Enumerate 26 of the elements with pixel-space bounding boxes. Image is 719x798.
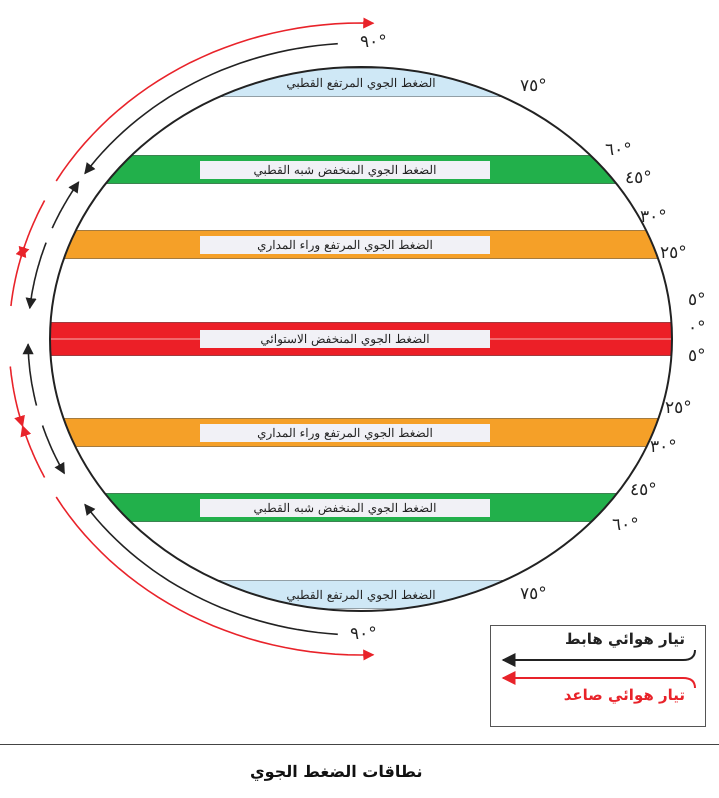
latitude-label: ٣٠°: [650, 437, 677, 457]
latitude-label: ٥°: [688, 346, 706, 366]
latitude-label: ٠°: [688, 318, 706, 338]
belt-label: الضغط الجوي المنخفض شبه القطبي: [200, 160, 490, 178]
belt-label: الضغط الجوي المنخفض شبه القطبي: [200, 498, 490, 516]
latitude-label: ٥°: [688, 290, 706, 310]
latitude-label: ٤٥°: [630, 480, 657, 500]
latitude-label: ٩٠°: [360, 32, 387, 52]
latitude-label: ٧٥°: [520, 76, 547, 96]
belt-label: الضغط الجوي المنخفض الاستوائي: [200, 330, 490, 348]
latitude-label: ٦٠°: [605, 140, 632, 160]
legend-label: تيار هوائي صاعد: [564, 686, 685, 704]
latitude-label: ٢٥°: [660, 243, 687, 263]
latitude-label: ٢٥°: [665, 398, 692, 418]
latitude-label: ٤٥°: [625, 168, 652, 188]
belt-label: الضغط الجوي المرتفع القطبي: [285, 586, 437, 604]
latitude-label: ٦٠°: [612, 515, 639, 535]
pressure-belt: [50, 322, 672, 356]
belt-label: الضغط الجوي المرتفع وراء المداري: [200, 424, 490, 442]
latitude-label: ٧٥°: [520, 584, 547, 604]
belt-label: الضغط الجوي المرتفع وراء المداري: [200, 236, 490, 254]
legend-label: تيار هوائي هابط: [565, 630, 685, 648]
belt-label: الضغط الجوي المرتفع القطبي: [285, 74, 437, 92]
latitude-label: ٣٠°: [640, 207, 667, 227]
caption: نطاقات الضغط الجوي: [250, 762, 422, 781]
latitude-label: ٩٠°: [350, 624, 377, 644]
